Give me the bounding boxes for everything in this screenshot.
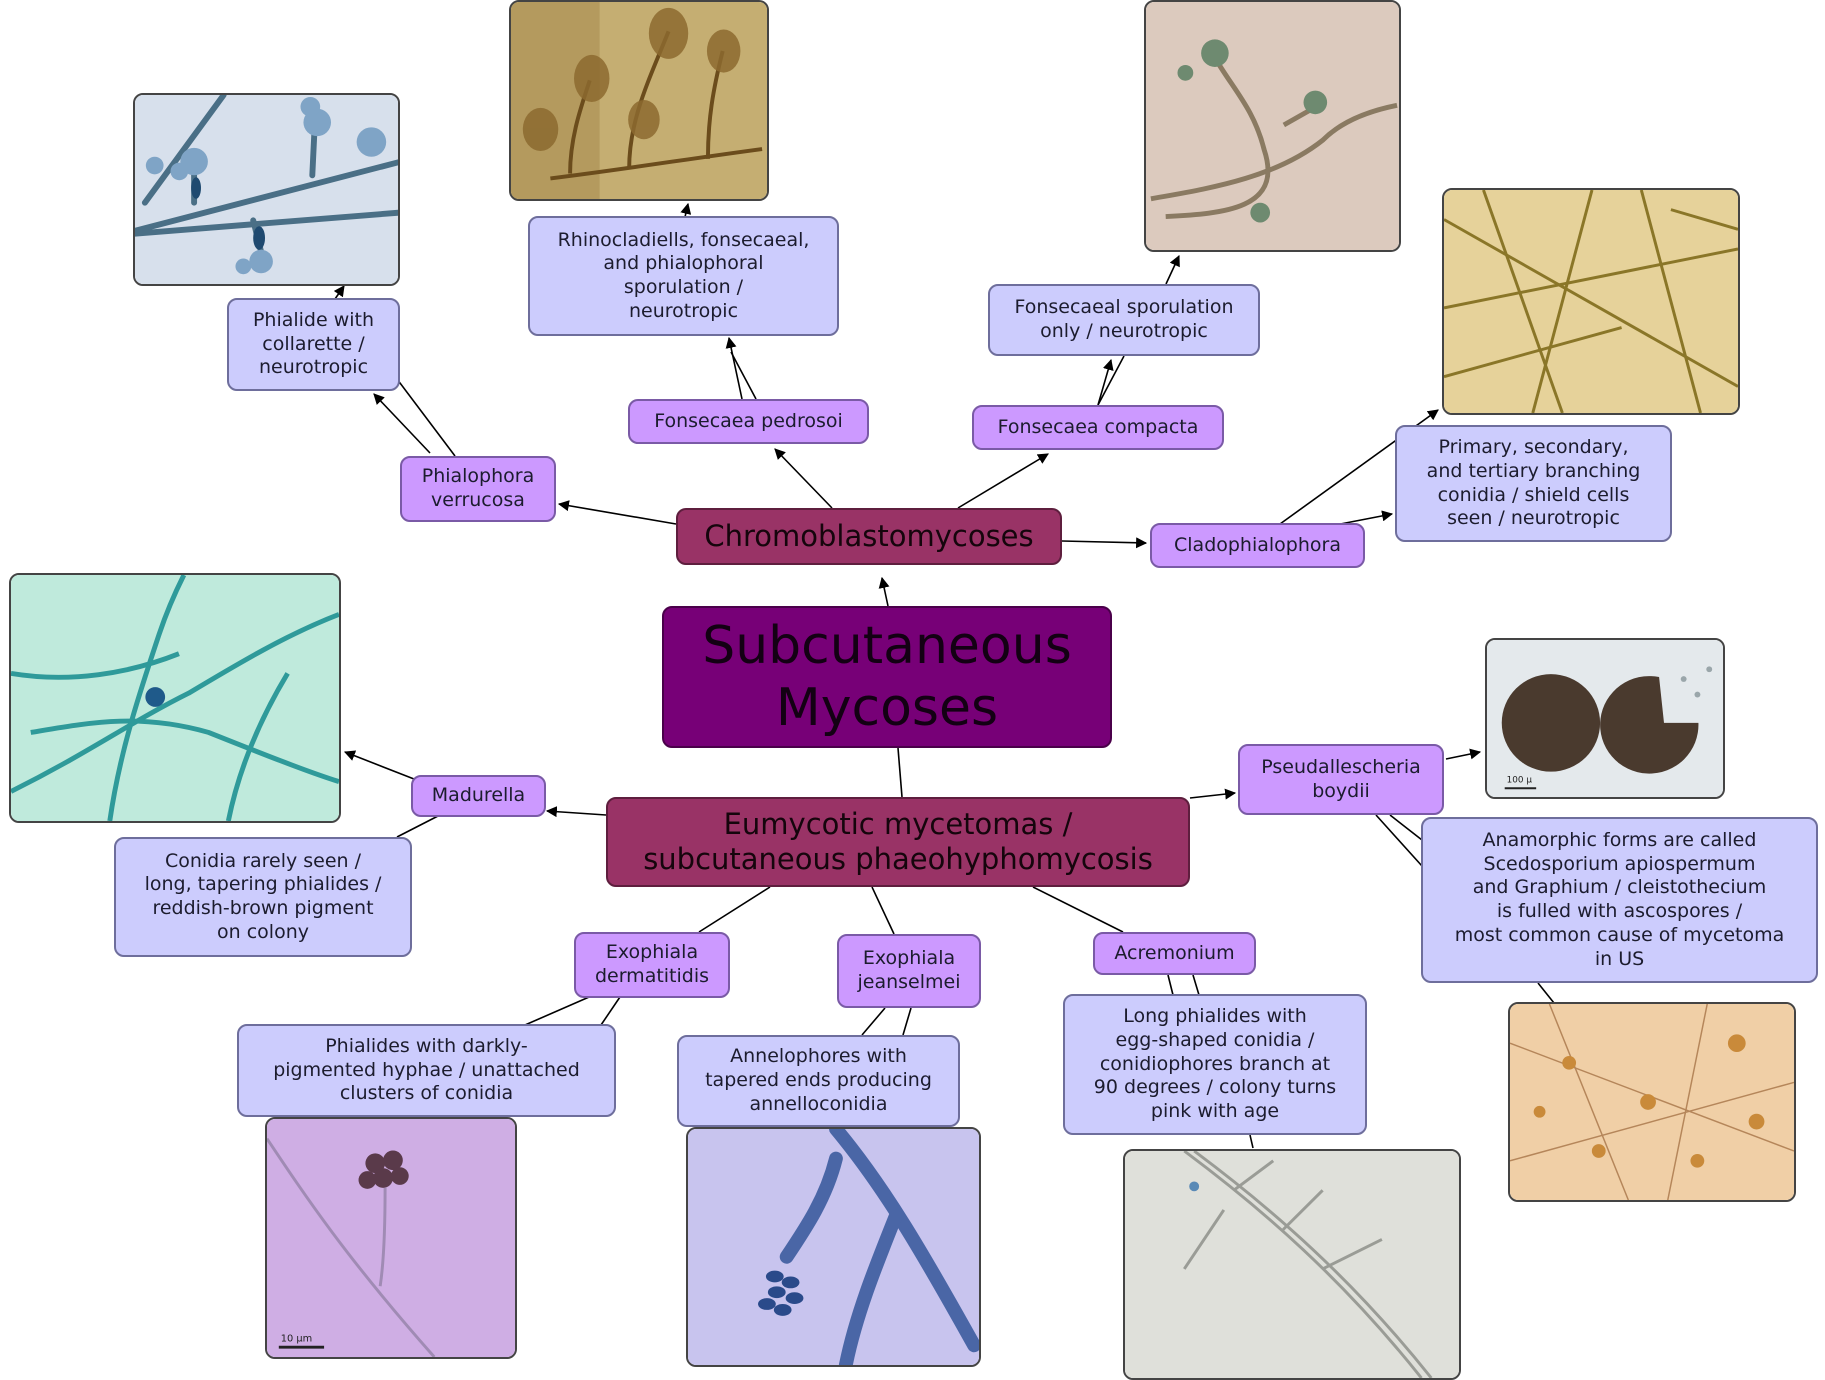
link-pseudallescheria-image bbox=[1446, 752, 1480, 759]
genus-node-exophiala-dermatitidis: Exophiala dermatitidis bbox=[574, 932, 730, 998]
note-phialophora: Phialide with collarette / neurotropic bbox=[227, 298, 400, 391]
note-cladophialophora: Primary, secondary, and tertiary branchi… bbox=[1395, 425, 1672, 542]
genus-node-cladophialophora: Cladophialophora bbox=[1150, 523, 1365, 568]
link-chromo-cladophialophora bbox=[1062, 541, 1146, 543]
link-acremonium-note-image bbox=[1250, 1135, 1253, 1148]
genus-node-exophiala-jeanselmei: Exophiala jeanselmei bbox=[837, 934, 981, 1008]
link-eumyc-jeanselmei bbox=[872, 887, 894, 934]
link-dermatitidis-note bbox=[525, 994, 596, 1025]
pedrosoi-micrograph-image bbox=[509, 0, 769, 201]
note-acremonium: Long phialides with egg-shaped conidia /… bbox=[1063, 994, 1367, 1135]
note-fonsecaea-pedrosoi: Rhinocladiells, fonsecaeal, and phialoph… bbox=[528, 216, 839, 336]
note-pseudallescheria-boydii: Anamorphic forms are called Scedosporium… bbox=[1421, 817, 1818, 983]
category-node-eumycotic-mycetomas: Eumycotic mycetomas / subcutaneous phaeo… bbox=[606, 797, 1190, 887]
link-pseudallescheria-note-image bbox=[1538, 983, 1554, 1003]
link-root-chromo bbox=[882, 578, 888, 606]
link-compacta-image bbox=[1098, 356, 1124, 405]
madurella-micrograph-image bbox=[9, 573, 341, 823]
pseudallescheria-micrograph-image: 100 µ bbox=[1485, 638, 1725, 799]
genus-node-acremonium: Acremonium bbox=[1093, 932, 1256, 975]
compacta-micrograph-image bbox=[1144, 0, 1401, 252]
link-jeanselmei-note bbox=[862, 1008, 885, 1035]
link-chromo-phialophora bbox=[559, 504, 676, 524]
genus-node-fonsecaea-pedrosoi: Fonsecaea pedrosoi bbox=[628, 399, 869, 444]
link-chromo-compacta bbox=[958, 454, 1048, 508]
link-acremonium-note bbox=[1168, 975, 1173, 995]
link-eumyc-acremonium bbox=[1033, 887, 1123, 932]
note-madurella: Conidia rarely seen / long, tapering phi… bbox=[114, 837, 412, 957]
link-madurella-note bbox=[397, 816, 438, 837]
category-node-chromoblastomycoses: Chromoblastomycoses bbox=[676, 508, 1062, 565]
genus-node-madurella: Madurella bbox=[411, 775, 546, 817]
cladophialophora-micrograph-image bbox=[1442, 188, 1740, 415]
jeanselmei-micrograph-image bbox=[686, 1127, 981, 1367]
link-madurella-image bbox=[345, 752, 414, 779]
root-node-subcutaneous-mycoses: Subcutaneous Mycoses bbox=[662, 606, 1112, 748]
pseudallescheria-second-micrograph-image bbox=[1508, 1002, 1796, 1202]
link-eumyc-dermatitidis bbox=[699, 887, 770, 932]
link-acremonium-note-2 bbox=[1193, 975, 1199, 995]
link-eumyc-madurella bbox=[547, 811, 606, 815]
genus-node-phialophora-verrucosa: Phialophora verrucosa bbox=[400, 456, 556, 522]
link-eumyc-pseudallescheria bbox=[1190, 793, 1235, 798]
link-pedrosoi-image bbox=[731, 352, 756, 399]
link-compacta-note-image bbox=[1166, 256, 1179, 284]
dermatitidis-scale-label: 10 µm bbox=[281, 1333, 312, 1344]
note-exophiala-jeanselmei: Annelophores with tapered ends producing… bbox=[677, 1035, 960, 1127]
note-exophiala-dermatitidis: Phialides with darkly- pigmented hyphae … bbox=[237, 1024, 616, 1117]
note-fonsecaea-compacta: Fonsecaeal sporulation only / neurotropi… bbox=[988, 284, 1260, 356]
phialophora-micrograph-image bbox=[133, 93, 400, 286]
link-root-eumyc bbox=[898, 748, 902, 797]
link-phialophora-image bbox=[397, 379, 455, 456]
dermatitidis-micrograph-image: 10 µm bbox=[265, 1117, 517, 1359]
acremonium-micrograph-image bbox=[1123, 1149, 1461, 1380]
link-chromo-pedrosoi bbox=[775, 449, 832, 508]
genus-node-pseudallescheria-boydii: Pseudallescheria boydii bbox=[1238, 744, 1444, 815]
link-phialophora-note bbox=[374, 394, 430, 453]
link-jeanselmei-note-2 bbox=[903, 1008, 911, 1035]
genus-node-fonsecaea-compacta: Fonsecaea compacta bbox=[972, 405, 1224, 450]
pseudallescheria-scale-label: 100 µ bbox=[1507, 775, 1533, 785]
link-dermatitidis-note-2 bbox=[601, 994, 622, 1025]
